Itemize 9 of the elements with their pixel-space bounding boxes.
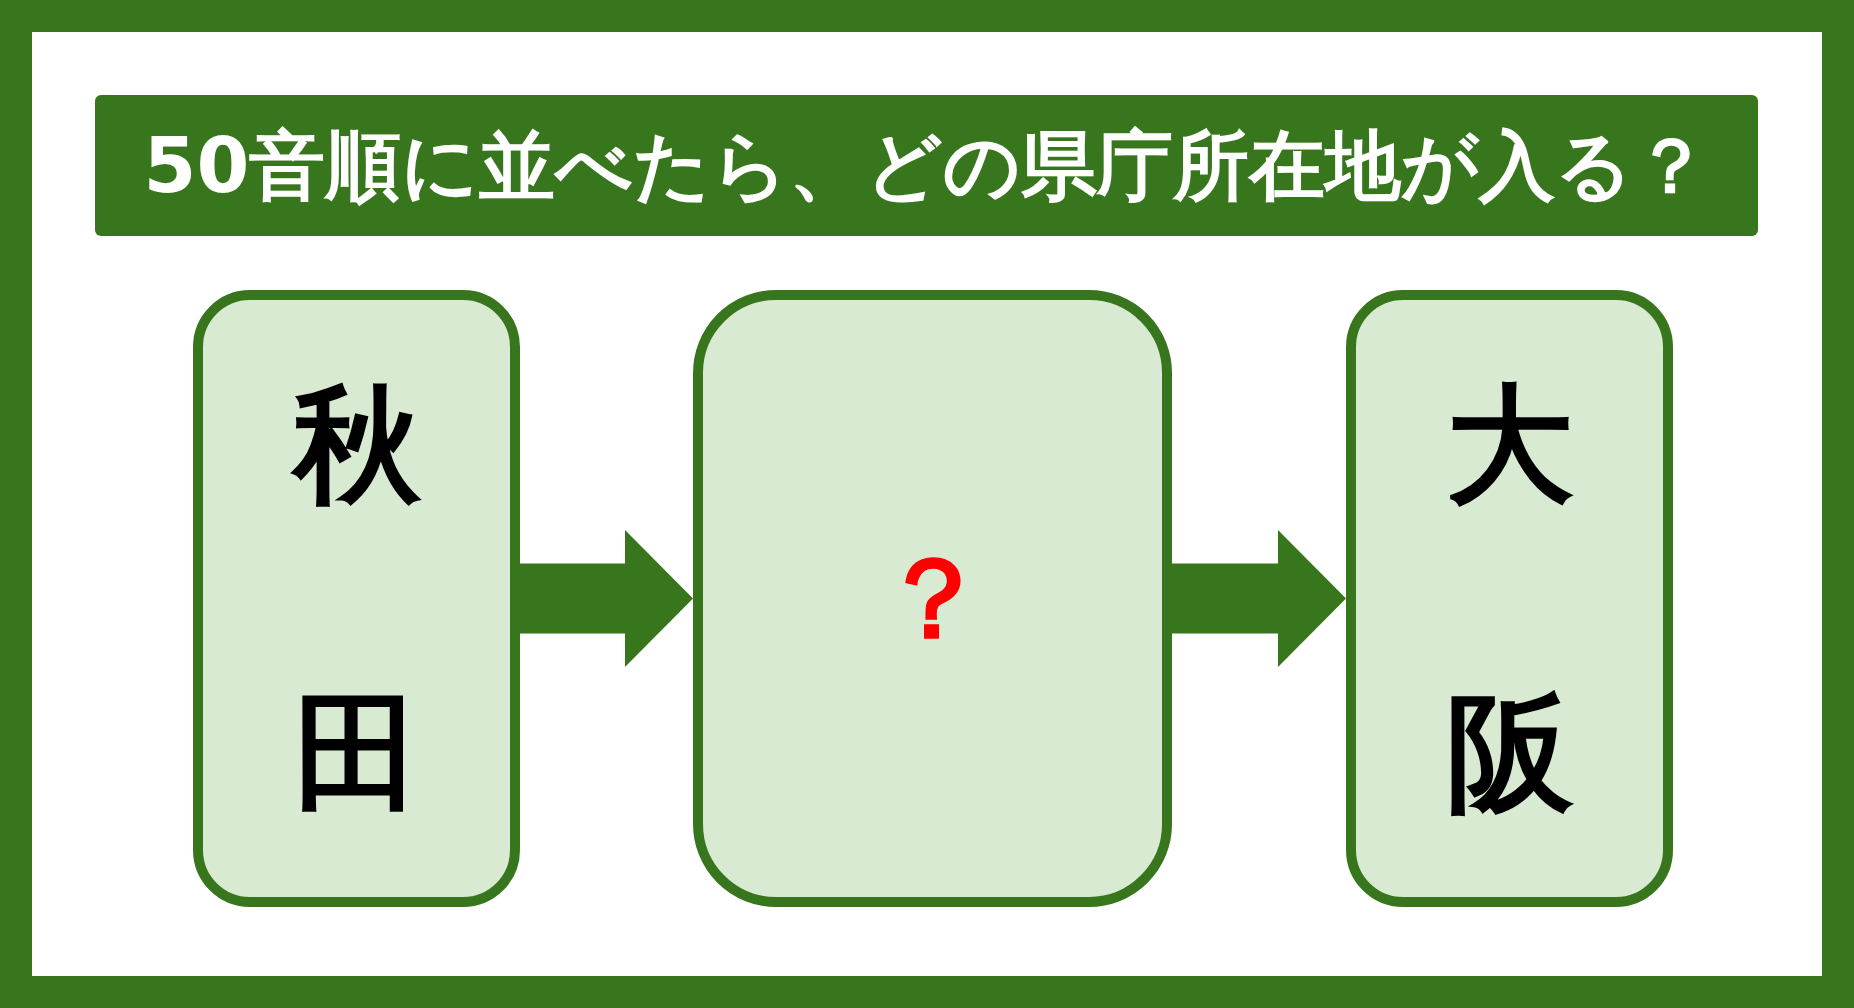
- node-label: ？: [876, 536, 989, 661]
- process-box: [693, 290, 1172, 907]
- process-box: [1346, 290, 1673, 907]
- node-label: 秋田: [292, 369, 421, 829]
- process-box: [193, 290, 520, 907]
- arrow: [1172, 530, 1346, 667]
- arrow: [520, 530, 693, 667]
- title-text: 50音順に並べたら、どの県庁所在地が入る？: [143, 119, 1710, 212]
- node-label: 大阪: [1445, 369, 1574, 829]
